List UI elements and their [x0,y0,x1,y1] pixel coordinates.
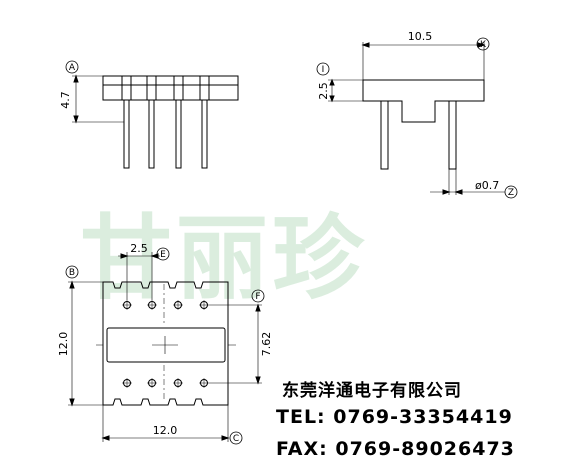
telephone: TEL: 0769-33354419 [276,406,513,428]
watermark-text: 甘丽珍 [80,204,368,312]
company-name: 东莞洋通电子有限公司 [282,381,462,401]
label-circle-f [251,289,265,303]
dim-side-height: 12.0 [57,332,70,357]
label-circle-a [65,60,79,74]
label-b: B [69,268,75,278]
front-view [65,60,239,169]
label-circle-k [476,37,490,51]
label-f: F [255,292,260,302]
fax: FAX: 0769-89026473 [276,438,515,460]
front-body [102,75,239,101]
label-circle-e [156,247,170,261]
dim-width-top: 10.5 [408,30,433,43]
label-z: Z [508,188,514,198]
dim-flange: 2.5 [317,82,330,100]
dim-bottom-width: 12.0 [153,424,178,437]
label-circle-c [229,431,243,445]
dim-height-left: 4.7 [59,91,72,109]
label-c: C [233,434,239,444]
dim-pitch: 2.5 [130,242,148,255]
dim-inner-height: 7.62 [260,332,273,357]
label-i: I [322,65,325,75]
bottom-view [65,247,265,445]
label-circle-i [316,62,330,76]
label-circle-z [504,185,518,199]
center-window [106,327,226,363]
dim-pin-diameter: ø0.7 [475,179,499,192]
side-view [316,37,518,199]
label-k: K [480,40,487,50]
label-a: A [69,63,76,73]
label-circle-b [65,265,79,279]
side-body [362,79,485,123]
label-e: E [160,250,166,260]
